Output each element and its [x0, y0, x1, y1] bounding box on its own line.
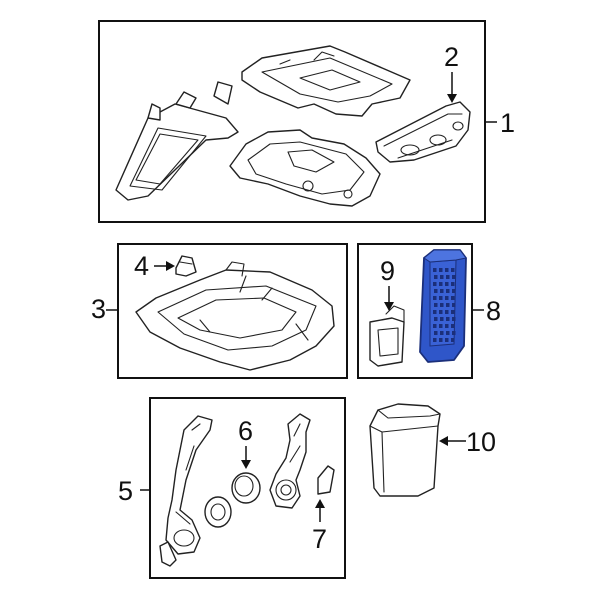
group-box-3	[117, 243, 348, 379]
grille-hole	[451, 282, 455, 286]
part-5-left-hinge	[159, 415, 213, 567]
part-5-washer	[204, 496, 232, 528]
grille-hole	[433, 296, 437, 300]
callout-1: 1	[500, 108, 515, 138]
part-2-console	[375, 101, 471, 163]
grille-hole	[434, 303, 438, 307]
grille-hole	[452, 303, 456, 307]
grille-hole	[452, 289, 456, 293]
grille-hole	[445, 268, 449, 272]
grille-hole	[434, 275, 438, 279]
grille-hole	[433, 310, 437, 314]
leader-6-arrow	[241, 460, 251, 469]
grille-holes	[433, 268, 456, 342]
grille-hole	[434, 317, 438, 321]
grille-hole	[445, 324, 449, 328]
grille-hole	[440, 303, 444, 307]
grille-hole	[451, 296, 455, 300]
grille-hole	[451, 324, 455, 328]
grille-hole	[446, 275, 450, 279]
part-8-grille-highlighted	[419, 249, 467, 363]
leader-7-arrow	[315, 499, 325, 508]
part-9-clip	[369, 305, 405, 367]
grille-hole	[439, 338, 443, 342]
grille-hole	[451, 310, 455, 314]
leader-9-arrow	[384, 302, 394, 311]
callout-2: 2	[444, 42, 459, 72]
grille-hole	[434, 289, 438, 293]
grille-hole	[451, 268, 455, 272]
leader-4-arrow	[166, 261, 175, 271]
callout-8: 8	[486, 296, 501, 326]
group-box-8	[357, 243, 473, 379]
part-upper-plate	[241, 45, 411, 117]
part-lower-tray	[229, 129, 381, 207]
leader-2-arrow	[447, 94, 457, 103]
grille-hole	[452, 331, 456, 335]
part-4-clip	[175, 255, 197, 277]
callout-3: 3	[91, 294, 106, 324]
callout-9: 9	[380, 256, 395, 286]
grille-hole	[445, 296, 449, 300]
grille-hole	[440, 289, 444, 293]
grille-hole	[433, 268, 437, 272]
part-bracket-frame	[115, 81, 239, 201]
grille-hole	[446, 303, 450, 307]
grille-hole	[433, 282, 437, 286]
grille-hole	[445, 338, 449, 342]
part-10-bin	[369, 403, 441, 497]
grille-hole	[439, 268, 443, 272]
callout-7: 7	[312, 524, 327, 554]
part-6-cap	[231, 472, 261, 504]
grille-hole	[440, 275, 444, 279]
grille-hole	[452, 317, 456, 321]
grille-hole	[433, 338, 437, 342]
callout-4: 4	[134, 251, 149, 281]
grille-hole	[440, 317, 444, 321]
grille-hole	[434, 331, 438, 335]
part-5-right-hinge	[269, 413, 311, 509]
grille-hole	[446, 317, 450, 321]
grille-hole	[440, 331, 444, 335]
grille-hole	[445, 310, 449, 314]
grille-hole	[439, 310, 443, 314]
grille-hole	[439, 324, 443, 328]
callout-5: 5	[118, 476, 133, 506]
part-7-cover	[317, 465, 335, 495]
part-3-console-housing	[135, 261, 335, 371]
leader-10-arrow	[439, 436, 448, 446]
grille-hole	[439, 296, 443, 300]
grille-hole	[433, 324, 437, 328]
grille-hole	[439, 282, 443, 286]
grille-hole	[452, 275, 456, 279]
grille-hole	[445, 282, 449, 286]
grille-hole	[451, 338, 455, 342]
grille-hole	[446, 331, 450, 335]
callout-6: 6	[238, 416, 253, 446]
grille-hole	[446, 289, 450, 293]
callout-10: 10	[466, 427, 496, 457]
group-box-5	[149, 397, 346, 579]
